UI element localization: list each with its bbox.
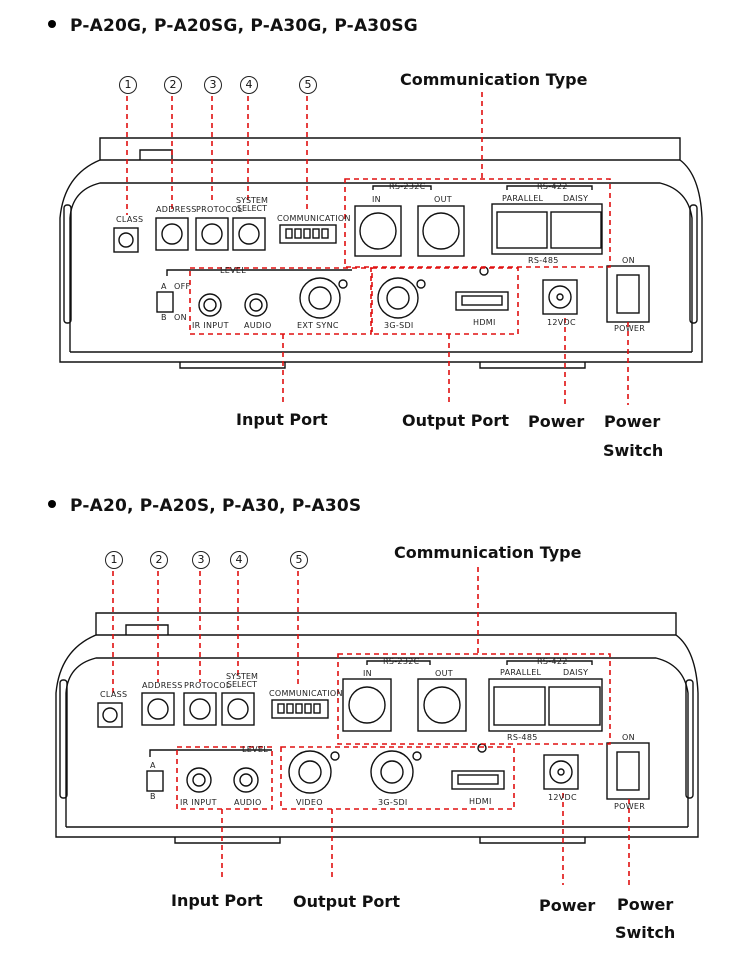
- rear-panel-drawing: [55, 567, 699, 885]
- rs232c-label: RS-232C: [389, 182, 426, 191]
- power-label: Power: [539, 896, 596, 915]
- power-switch-label-line1: Power: [604, 412, 661, 431]
- section-heading: P-A20, P-A20S, P-A30, P-A30S: [48, 496, 361, 516]
- rs232-in-label: IN: [372, 195, 381, 204]
- callout-number-3: 3: [192, 551, 210, 569]
- rs485-label: RS-485: [528, 256, 559, 265]
- callout-number-2: 2: [150, 551, 168, 569]
- communication-label: COMMUNICATION: [277, 214, 351, 223]
- callout-number-3: 3: [204, 76, 222, 94]
- section-heading: P-A20G, P-A20SG, P-A30G, P-A30SG: [48, 16, 418, 36]
- rs232c-label: RS-232C: [383, 657, 420, 666]
- callout-number-5: 5: [290, 551, 308, 569]
- rs232-in-label: IN: [363, 669, 372, 678]
- ext-sync-label: EXT SYNC: [297, 321, 339, 330]
- switch-on-label: ON: [174, 313, 187, 322]
- dc-label: 12VDC: [547, 318, 576, 327]
- hdmi-label: HDMI: [473, 318, 496, 327]
- communication-label: COMMUNICATION: [269, 689, 343, 698]
- address-label: ADDRESS: [156, 205, 197, 214]
- power-switch-label-line1: Power: [617, 895, 674, 914]
- bullet-icon: [48, 20, 56, 28]
- switch-a-label: A: [150, 761, 156, 770]
- dc-label: 12VDC: [548, 793, 577, 802]
- input-port-label: Input Port: [171, 891, 263, 910]
- on-label: ON: [622, 733, 635, 742]
- callout-number-5: 5: [299, 76, 317, 94]
- class-label: CLASS: [116, 215, 144, 224]
- power-switch-panel-label: POWER: [614, 802, 646, 811]
- switch-b-label: B: [150, 792, 156, 801]
- switch-a-label: A: [161, 282, 167, 291]
- protocol-label: PROTOCOL: [184, 681, 231, 690]
- rear-panel-diagram: 1 2 3 4 5 Communication Type Input Port …: [0, 475, 740, 955]
- sdi-label: 3G-SDI: [384, 321, 414, 330]
- ir-input-label: IR INPUT: [180, 798, 217, 807]
- video-label: VIDEO: [296, 798, 323, 807]
- communication-type-label: Communication Type: [394, 543, 582, 562]
- level-label: LEVEL: [220, 266, 246, 275]
- protocol-label: PROTOCOL: [196, 205, 243, 214]
- bullet-icon: [48, 500, 56, 508]
- rear-panel-diagram: 1 2 3 4 5 Communication Type Input Port …: [59, 70, 703, 460]
- power-switch-label-line2: Switch: [615, 923, 676, 942]
- rs232-out-label: OUT: [434, 195, 452, 204]
- rs422-label: RS-422: [537, 182, 568, 191]
- input-port-label: Input Port: [236, 410, 328, 429]
- ir-input-label: IR INPUT: [192, 321, 229, 330]
- level-label: LEVEL: [242, 745, 268, 754]
- address-label: ADDRESS: [142, 681, 183, 690]
- parallel-label: PARALLEL: [500, 668, 542, 677]
- rear-panel-drawing: [59, 92, 703, 405]
- power-switch-panel-label: POWER: [614, 324, 646, 333]
- audio-label: AUDIO: [234, 798, 262, 807]
- switch-off-label: OFF: [174, 282, 191, 291]
- rs422-label: RS-422: [537, 657, 568, 666]
- class-label: CLASS: [100, 690, 128, 699]
- switch-b-label: B: [161, 313, 167, 322]
- power-switch-label-line2: Switch: [603, 441, 664, 460]
- output-port-label: Output Port: [402, 411, 509, 430]
- callout-number-1: 1: [119, 76, 137, 94]
- hdmi-label: HDMI: [469, 797, 492, 806]
- callout-number-4: 4: [230, 551, 248, 569]
- callout-number-1: 1: [105, 551, 123, 569]
- rs485-label: RS-485: [507, 733, 538, 742]
- on-label: ON: [622, 256, 635, 265]
- callout-number-4: 4: [240, 76, 258, 94]
- daisy-label: DAISY: [563, 194, 589, 203]
- audio-label: AUDIO: [244, 321, 272, 330]
- sdi-label: 3G-SDI: [378, 798, 408, 807]
- parallel-label: PARALLEL: [502, 194, 544, 203]
- rs232-out-label: OUT: [435, 669, 453, 678]
- daisy-label: DAISY: [563, 668, 589, 677]
- communication-type-label: Communication Type: [400, 70, 588, 89]
- power-label: Power: [528, 412, 585, 431]
- callout-number-2: 2: [164, 76, 182, 94]
- output-port-label: Output Port: [293, 892, 400, 911]
